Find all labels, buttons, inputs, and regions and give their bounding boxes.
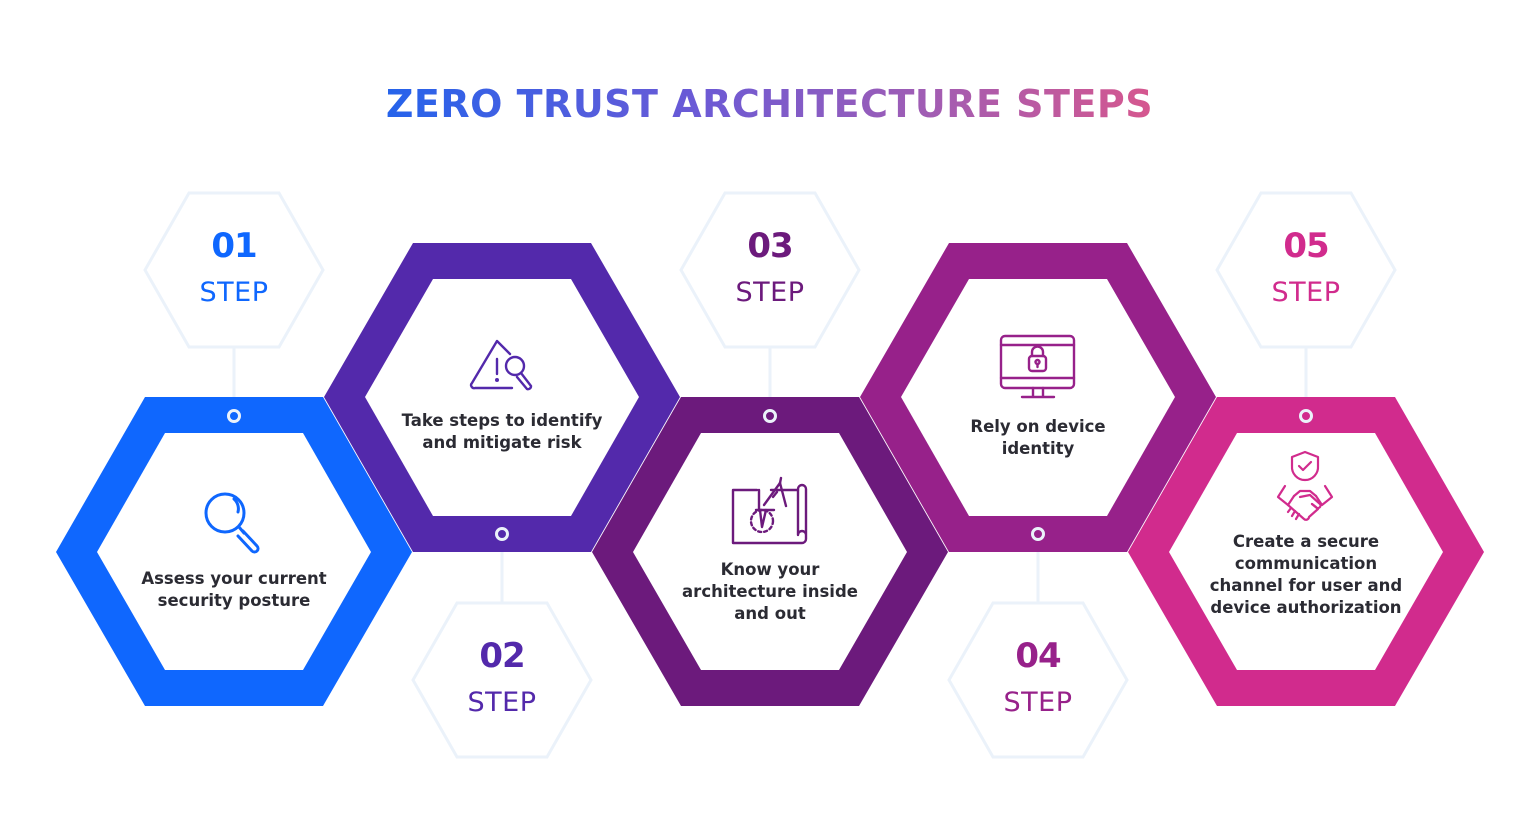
step-label-01: STEP [199,277,269,308]
warning-search-icon [469,339,533,391]
step-badge-hex-05 [1215,191,1397,349]
step-label-04: STEP [1003,687,1073,718]
step-description-05: Create a secure communication channel fo… [1209,532,1403,617]
big-hex-05 [1128,397,1484,706]
step-description-03: Know your architecture inside and out [682,560,858,623]
step-badge-hex-04 [947,601,1129,759]
shield-handshake-icon [1276,450,1334,521]
step-label-03: STEP [735,277,805,308]
step-number-03: 03 [747,226,793,266]
big-hex-03 [592,397,948,706]
step-badge-hex-02 [411,601,593,759]
step-number-02: 02 [479,636,525,676]
step-description-02: Take steps to identify and mitigate risk [401,411,603,452]
connector-dot-04 [1031,527,1045,541]
step-number-01: 01 [211,226,257,266]
connector-dot-03 [763,409,777,423]
step-number-05: 05 [1283,226,1329,266]
step-badge-hex-01 [143,191,325,349]
step-badge-hex-03 [679,191,861,349]
step-number-04: 04 [1015,636,1061,676]
step-description-01: Assess your current security posture [141,569,327,610]
connector-dot-02 [495,527,509,541]
magnifier-icon [204,492,260,554]
big-hex-01 [56,397,412,706]
connector-dot-05 [1299,409,1313,423]
big-hex-02 [324,243,680,552]
step-description-04: Rely on device identity [970,417,1106,458]
monitor-lock-icon [999,334,1076,399]
page-title: ZERO TRUST ARCHITECTURE STEPS [385,82,1154,126]
blueprint-compass-icon [731,476,808,545]
step-label-05: STEP [1271,277,1341,308]
step-label-02: STEP [467,687,537,718]
connector-dot-01 [227,409,241,423]
